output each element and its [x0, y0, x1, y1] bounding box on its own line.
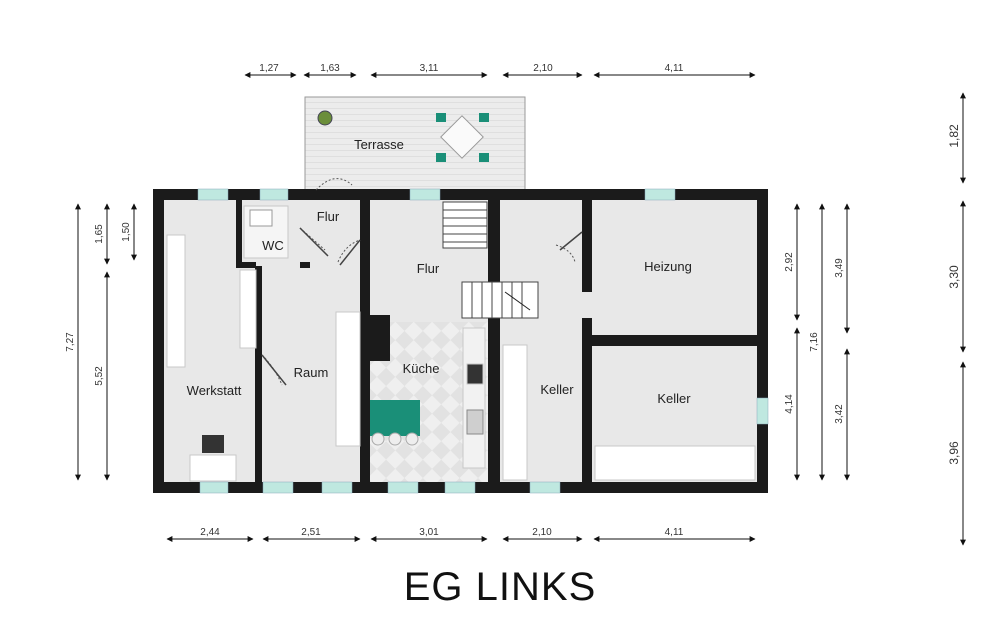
dimension-lines-right [794, 203, 850, 481]
dim-right-2: 4,14 [784, 394, 795, 414]
dim-top-2: 1,63 [320, 63, 340, 74]
terrace-table-set [436, 113, 489, 162]
dim-top-5: 4,11 [665, 63, 684, 74]
room-label-flur-small: Flur [317, 209, 340, 224]
dim-left-2: 1,65 [94, 224, 105, 244]
dim-far-right-1: 1,82 [947, 124, 961, 148]
dim-right-1: 2,92 [784, 252, 795, 272]
dim-right-5: 3,42 [834, 404, 845, 424]
terrace [304, 96, 526, 191]
room-label-keller-right: Keller [657, 391, 691, 406]
chair-icon [202, 435, 224, 453]
dim-bottom-2: 2,51 [301, 527, 321, 538]
dim-left-1: 7,27 [65, 332, 76, 352]
dim-left-3: 5,52 [94, 366, 105, 386]
dim-right-4: 3,49 [834, 258, 845, 278]
stairs [442, 201, 539, 319]
dim-top-3: 3,11 [420, 63, 439, 74]
room-label-werkstatt: Werkstatt [187, 383, 242, 398]
dim-left-4: 1,50 [121, 222, 132, 242]
room-label-raum: Raum [294, 365, 329, 380]
dim-bottom-5: 4,11 [665, 527, 684, 538]
dimension-lines-left [75, 203, 137, 481]
dim-far-right-3: 3,96 [947, 441, 961, 465]
dim-bottom-4: 2,10 [532, 527, 552, 538]
dim-top-4: 2,10 [533, 63, 553, 74]
dim-bottom-3: 3,01 [419, 527, 439, 538]
windows [197, 188, 769, 494]
dim-far-right-2: 3,30 [947, 265, 961, 289]
room-label-terrasse: Terrasse [354, 137, 404, 152]
door-leaves [261, 227, 583, 386]
room-label-flur: Flur [417, 261, 440, 276]
floor-plan-title: EG LINKS [403, 565, 597, 609]
dim-top-1: 1,27 [259, 63, 279, 74]
furniture [166, 205, 756, 482]
plant-icon [317, 110, 333, 126]
room-label-keller-mid: Keller [540, 382, 574, 397]
kitchen-table [370, 400, 420, 446]
room-label-heizung: Heizung [644, 259, 692, 274]
room-label-kueche: Küche [403, 361, 440, 376]
dim-bottom-1: 2,44 [200, 527, 220, 538]
dim-right-3: 7,16 [809, 332, 820, 352]
room-label-wc: WC [262, 238, 284, 253]
